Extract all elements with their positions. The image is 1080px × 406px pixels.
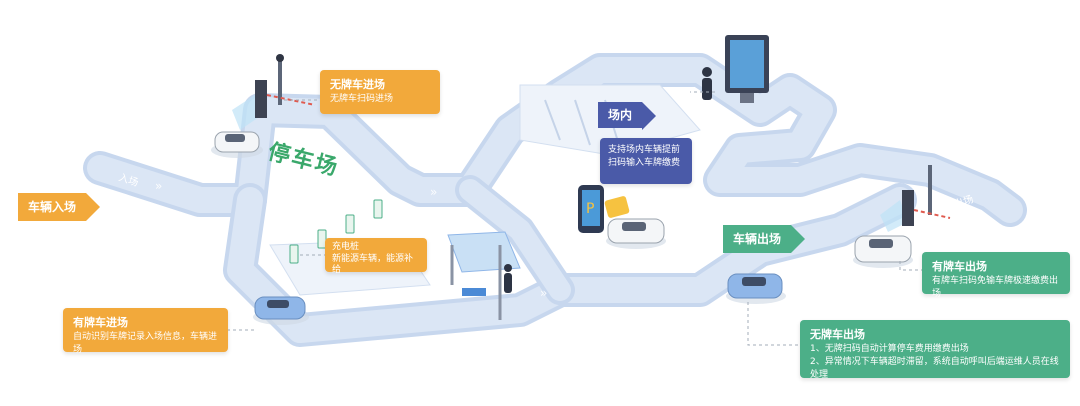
car-icon (726, 273, 786, 304)
phone-pay-icon: P (578, 185, 630, 233)
plated-exit-desc: 有牌车扫码免输车牌极速缴费出场 (932, 275, 1059, 299)
plated-entry-title: 有牌车进场 (73, 316, 128, 329)
callout-leaders (227, 91, 930, 346)
operator-icon (702, 67, 712, 100)
shelter-icon (447, 231, 521, 320)
plated-entry-desc: 自动识别车牌记录入场信息，车辆进场 (73, 331, 218, 355)
plated-exit-title: 有牌车出场 (932, 260, 987, 273)
exit-tag-label: 车辆出场 (733, 232, 782, 246)
inside-tag-label: 场内 (608, 108, 633, 122)
unplated-entry-callout: 无牌车进场 无牌车扫码进场 (320, 70, 440, 114)
car-icon (253, 296, 309, 325)
inside-pay-line2: 扫码输入车牌缴费 (608, 158, 681, 169)
charging-title: 充电桩 (332, 242, 360, 252)
inside-tag: 场内 (598, 102, 657, 130)
unplated-exit-title: 无牌车出场 (810, 328, 865, 341)
exit-tag: 车辆出场 (723, 225, 806, 253)
svg-text:P: P (586, 201, 594, 217)
pedestrian-icon (504, 264, 512, 293)
unplated-entry-desc: 无牌车扫码进场 (330, 93, 394, 104)
plated-entry-callout: 有牌车进场 自动识别车牌记录入场信息，车辆进场 (63, 308, 228, 355)
car-icon (853, 235, 913, 268)
svg-text:»: » (155, 179, 162, 193)
road-chevrons: » » » » (155, 179, 547, 300)
unplated-exit-callout: 无牌车出场 1、无牌扫码自动计算停车费用缴费出场 2、异常情况下车辆超时滞留，系… (800, 320, 1070, 380)
exit-gate (880, 165, 951, 232)
road-network (83, 53, 1027, 347)
svg-text:»: » (372, 286, 379, 300)
svg-text:»: » (430, 185, 437, 199)
plated-exit-callout: 有牌车出场 有牌车扫码免输车牌极速缴费出场 (922, 252, 1070, 299)
svg-text:»: » (540, 286, 547, 300)
unplated-entry-title: 无牌车进场 (330, 78, 385, 91)
unplated-exit-line2: 2、异常情况下车辆超时滞留，系统自动呼叫后端运维人员在线处理 (810, 356, 1059, 381)
inside-pay-callout: 支持场内车辆提前 扫码输入车牌缴费 (600, 138, 692, 184)
entry-tag: 车辆入场 (18, 193, 101, 221)
entry-tag-label: 车辆入场 (28, 200, 77, 214)
charging-pile-icons (289, 199, 383, 264)
inside-pay-line1: 支持场内车辆提前 (608, 145, 681, 155)
charging-callout: 充电桩 新能源车辆，能源补给 (325, 238, 427, 275)
car-icon (211, 131, 263, 158)
car-icon (606, 218, 666, 249)
unplated-exit-line1: 1、无牌扫码自动计算停车费用缴费出场 (810, 343, 969, 354)
monitor-icon (725, 35, 769, 103)
charging-desc: 新能源车辆，能源补给 (332, 253, 414, 276)
